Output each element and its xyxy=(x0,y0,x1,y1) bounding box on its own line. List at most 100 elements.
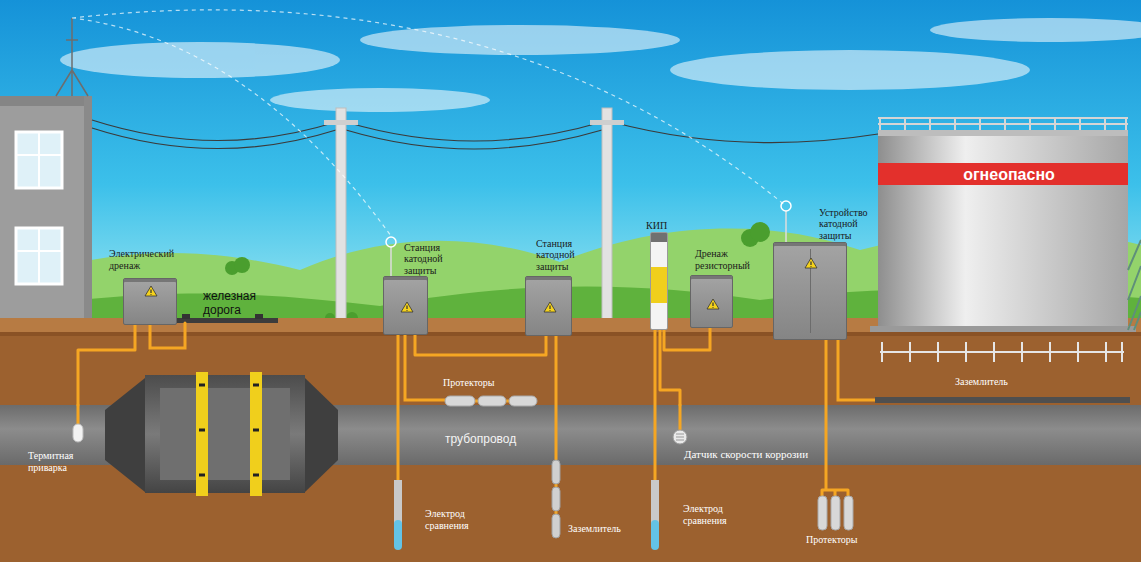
warning-sign xyxy=(706,298,720,310)
warning-mark xyxy=(712,303,713,309)
fuel-tank: огнеопасно xyxy=(878,130,1140,330)
cable xyxy=(654,330,657,480)
power-line xyxy=(92,120,878,149)
text-anchor: Устройство катодной защиты xyxy=(819,207,877,242)
protector xyxy=(445,396,475,406)
cloud xyxy=(360,25,680,55)
box-heading: Электрический дренаж xyxy=(109,248,189,271)
electrode-tip xyxy=(394,520,402,550)
fence xyxy=(880,342,1124,362)
pole-crossarm xyxy=(324,120,358,125)
power-pole xyxy=(336,108,346,334)
warning-sign xyxy=(804,257,818,269)
bush xyxy=(750,222,770,242)
part-label: Термитная приварка xyxy=(28,450,103,473)
text-anchor: Станция катодной защиты xyxy=(536,238,588,273)
joint-cone xyxy=(305,378,338,492)
cable xyxy=(405,335,445,400)
thermite-weld xyxy=(73,424,83,442)
text-anchor: Станция катодной защиты xyxy=(404,242,456,277)
cloud xyxy=(670,50,1030,90)
electrode-tip xyxy=(651,520,659,550)
box-heading: Станция катодной защиты xyxy=(536,238,588,273)
sensor-grid xyxy=(676,434,684,440)
box-heading: Дренаж резисторный xyxy=(695,248,767,271)
bushes xyxy=(225,222,770,324)
box-heading: Устройство катодной защиты xyxy=(819,207,877,242)
label-anchor: Протекторы xyxy=(443,377,513,389)
pipe-label: трубопровод xyxy=(445,432,516,446)
warning-triangle xyxy=(707,299,719,309)
part-label: Электрод сравнения xyxy=(683,503,743,526)
warning-sign xyxy=(400,301,414,313)
power-pole xyxy=(602,108,612,334)
pole-crossarm xyxy=(590,120,624,125)
protector xyxy=(818,496,827,530)
joint-clamp xyxy=(250,372,262,496)
cathodic-station: Станция катодной защиты xyxy=(383,276,428,335)
text-anchor: Дренаж резисторный xyxy=(695,248,767,271)
label-anchor: железная дорога xyxy=(203,290,275,318)
part-label: Электрод сравнения xyxy=(425,508,485,531)
part-label: Протекторы xyxy=(443,377,513,389)
part-label: Протекторы xyxy=(806,534,886,546)
text-anchor: КИП xyxy=(646,220,676,232)
joint-panel xyxy=(160,388,290,480)
cloud xyxy=(270,88,490,112)
ground-rod xyxy=(552,514,560,538)
warning-mark xyxy=(549,306,550,312)
building xyxy=(0,96,92,322)
warning-triangle xyxy=(805,258,817,268)
text-anchor: огнеопасно xyxy=(878,164,1140,186)
part-label: Заземлитель xyxy=(568,523,648,535)
post-heading: КИП xyxy=(646,220,676,232)
cathodic-device: Устройство катодной защиты xyxy=(773,242,847,340)
building-roof xyxy=(0,96,92,106)
cable-connector xyxy=(415,335,546,355)
bush xyxy=(234,257,250,273)
cable xyxy=(78,323,875,514)
part-label: Датчик скорости коррозии xyxy=(684,448,819,461)
antenna-head xyxy=(781,201,791,211)
warning-mark xyxy=(406,306,407,312)
label-anchor: Заземлитель xyxy=(568,523,648,535)
warning-triangle xyxy=(544,302,556,312)
cable xyxy=(822,340,848,496)
warning-triangle xyxy=(145,286,157,296)
corrosion-sensor xyxy=(673,430,687,444)
tank-base xyxy=(870,326,1136,332)
warning-triangle xyxy=(401,302,413,312)
tank-roof xyxy=(878,130,1128,136)
label-anchor: Электрод сравнения xyxy=(425,508,485,531)
warning-sign xyxy=(543,301,557,313)
cable xyxy=(397,335,400,480)
tank-body xyxy=(878,134,1128,330)
clamp-slot xyxy=(199,385,259,475)
cable xyxy=(150,323,185,348)
railway-label: железная дорога xyxy=(203,290,275,318)
ground-electrode xyxy=(875,397,1130,403)
soil xyxy=(0,332,1141,562)
warning-band-text: огнеопасно xyxy=(878,164,1140,186)
cathodic-station: Станция катодной защиты xyxy=(525,276,572,336)
clouds xyxy=(60,18,1141,112)
cable-connector xyxy=(664,328,710,350)
electrode xyxy=(651,480,659,524)
protector xyxy=(831,496,840,530)
drainage-box: Электрический дренаж xyxy=(123,278,177,325)
text-anchor: Электрический дренаж xyxy=(109,248,189,271)
protector xyxy=(844,496,853,530)
radio-signal xyxy=(72,10,786,236)
label-anchor: Заземлитель xyxy=(955,376,1035,388)
joint-clamp xyxy=(196,372,208,496)
label-anchor: Термитная приварка xyxy=(28,450,103,473)
label-anchor: Электрод сравнения xyxy=(683,503,743,526)
label-anchor: Датчик скорости коррозии xyxy=(684,448,819,461)
text-anchor: трубопровод xyxy=(445,432,516,446)
ground-rod xyxy=(552,460,560,484)
antenna-mast xyxy=(56,18,88,96)
window-frame xyxy=(16,132,62,284)
tank-stairs xyxy=(1128,240,1141,330)
rail-clamp xyxy=(182,314,190,319)
cloud xyxy=(930,18,1141,42)
